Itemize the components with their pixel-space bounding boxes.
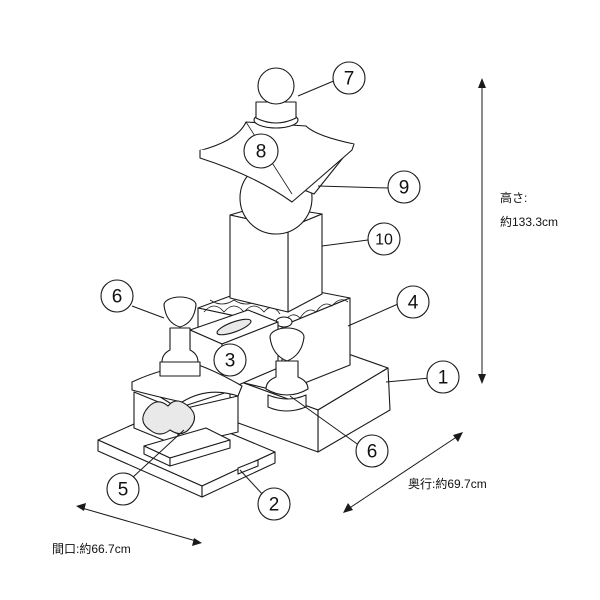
leader-6a xyxy=(131,305,165,319)
callout-6-right-text: 6 xyxy=(367,442,378,463)
incense-opening xyxy=(142,400,196,435)
callout-6-right: 6 xyxy=(355,434,389,468)
water-basin xyxy=(216,318,252,336)
callout-5-text: 5 xyxy=(118,480,129,501)
height-arrow-top xyxy=(478,78,486,88)
finial-collar xyxy=(255,101,297,124)
depth-arrow-start xyxy=(343,503,353,513)
height-label: 高さ: xyxy=(500,190,527,205)
callout-5: 5 xyxy=(106,472,140,506)
depth-dimension: 奥行:約69.7cm xyxy=(343,432,487,513)
left-post-top xyxy=(163,304,197,328)
depth-value: 奥行:約69.7cm xyxy=(408,476,487,491)
leader-lines xyxy=(131,79,431,497)
leader-6b xyxy=(289,395,361,447)
leader-1 xyxy=(385,377,431,383)
roof xyxy=(199,121,355,203)
leader-2 xyxy=(239,469,265,497)
right-post xyxy=(265,327,309,412)
callout-3-text: 3 xyxy=(225,351,236,372)
callout-1: 1 xyxy=(426,360,460,394)
height-arrow-bottom xyxy=(478,374,486,384)
leader-5 xyxy=(131,429,185,479)
height-value: 約133.3cm xyxy=(500,214,558,229)
width-arrow-end xyxy=(192,538,202,546)
callout-6-left: 6 xyxy=(100,279,134,313)
front-platform-step xyxy=(237,459,259,475)
finial-jewel xyxy=(257,67,295,105)
callout-1-text: 1 xyxy=(438,368,449,389)
incense-base-side xyxy=(169,439,231,467)
width-arrow-start xyxy=(76,503,86,511)
leader-7 xyxy=(297,79,337,97)
leader-9 xyxy=(317,185,389,189)
depth-arrow-end xyxy=(453,432,463,442)
callout-4: 4 xyxy=(396,285,430,319)
callout-4-text: 4 xyxy=(408,293,419,314)
roof-eave xyxy=(199,143,355,203)
callout-9-text: 9 xyxy=(399,178,410,199)
callout-3: 3 xyxy=(213,343,247,377)
depth-dimension-line xyxy=(347,435,459,510)
left-post xyxy=(159,296,201,377)
width-dimension-line xyxy=(81,507,197,542)
width-value: 間口:約66.7cm xyxy=(52,541,131,556)
callout-10-text: 10 xyxy=(375,232,393,249)
callout-10: 10 xyxy=(367,222,401,256)
width-dimension: 間口:約66.7cm xyxy=(52,503,202,556)
callout-7-text: 7 xyxy=(344,69,355,90)
right-post-shaft xyxy=(265,360,309,396)
leader-4 xyxy=(347,303,399,327)
callout-2: 2 xyxy=(257,487,291,521)
callout-2-text: 2 xyxy=(269,495,280,516)
lotus-band-side xyxy=(283,299,349,323)
callout-7: 7 xyxy=(332,61,366,95)
callout-6-left-text: 6 xyxy=(112,287,123,308)
leader-10 xyxy=(321,239,369,247)
left-post-base xyxy=(159,361,201,377)
height-dimension: 高さ: 約133.3cm xyxy=(478,78,558,384)
callout-8: 8 xyxy=(243,133,279,169)
callout-8-text: 8 xyxy=(256,142,267,163)
finial xyxy=(253,67,299,129)
callout-9: 9 xyxy=(387,170,421,204)
